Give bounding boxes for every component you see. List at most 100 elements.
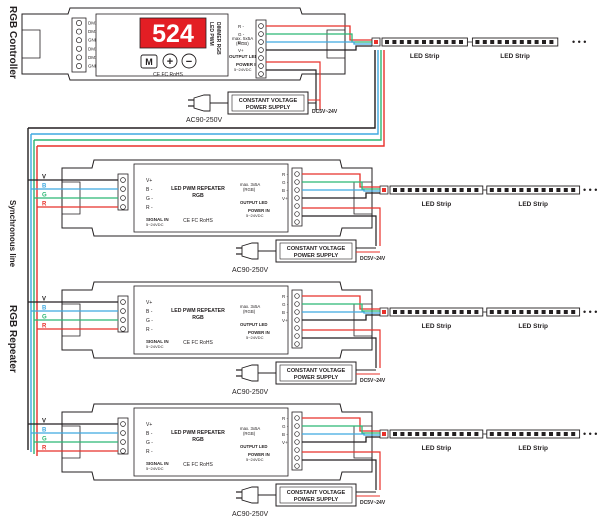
- dmx-screw: [76, 45, 82, 52]
- psu-label-1: CONSTANT VOLTAGE: [287, 246, 346, 252]
- led-chip: [467, 310, 471, 314]
- led-strip-label: LED Strip: [500, 53, 530, 60]
- signal-pin-label: B -: [146, 431, 153, 437]
- psu-label-2: POWER SUPPLY: [294, 497, 339, 503]
- led-chip: [497, 188, 502, 192]
- led-chip: [429, 40, 434, 44]
- ac-input-label: AC90-250V: [232, 267, 269, 274]
- terminal-screw: [120, 195, 126, 201]
- controller-max-2: (RGB): [236, 41, 249, 46]
- led-strip: LED Strip: [389, 185, 484, 208]
- bus-letter-B: B: [42, 428, 47, 434]
- plus-button[interactable]: +: [162, 53, 178, 69]
- m-button[interactable]: M: [140, 54, 158, 69]
- led-strip: LED Strip: [486, 429, 581, 452]
- led-chip: [527, 40, 532, 44]
- led-chip: [504, 432, 509, 436]
- signal-pin-label: G -: [146, 440, 153, 446]
- led-chip: [422, 188, 427, 192]
- minus-button[interactable]: −: [181, 53, 197, 69]
- led-chip: [504, 310, 509, 314]
- led-chip: [422, 432, 427, 436]
- led-chip: [534, 310, 539, 314]
- led-chip: [563, 310, 568, 314]
- dc-output-label: DC5V~24V: [360, 500, 386, 506]
- terminal-screw: [120, 421, 126, 427]
- signal-pin-label: R -: [146, 205, 153, 211]
- led-chip: [400, 310, 405, 314]
- bus-letter-G: G: [42, 315, 47, 321]
- controller-title-2: DIMMER RGB: [215, 22, 221, 55]
- led-chip: [452, 310, 457, 314]
- terminal-screw: [294, 219, 300, 225]
- led-chip: [459, 188, 464, 192]
- led-strip-label: LED Strip: [518, 201, 548, 208]
- led-chip: [556, 310, 561, 314]
- more-strips-ellipsis: • • •: [583, 429, 597, 439]
- repeater-max-1: max. 3x5A: [240, 182, 260, 187]
- terminal-screw: [120, 308, 126, 314]
- repeater-title-1: LED PWM REPEATER: [171, 430, 225, 436]
- terminal-screw: [294, 203, 300, 209]
- signal-pin-label: V+: [146, 422, 152, 428]
- repeater-output-label: OUTPUT LED: [240, 200, 267, 205]
- led-strip: LED Strip: [389, 307, 484, 330]
- led-chip: [571, 432, 576, 436]
- signal-pin-label: B -: [146, 309, 153, 315]
- signal-in-label: SIGNAL IN: [146, 461, 169, 466]
- terminal-screw: [120, 326, 126, 332]
- repeater-out-pin-label: B -: [282, 188, 288, 193]
- led-chip: [430, 432, 434, 436]
- led-chip: [475, 40, 480, 44]
- repeater-out-pin-label: B -: [282, 432, 288, 437]
- dmx-terminal-block: [71, 17, 87, 73]
- signal-voltage-label: 5~24VDC: [146, 222, 164, 227]
- led-chip: [512, 188, 516, 192]
- led-chip: [489, 188, 494, 192]
- dmx-pin-label: DMX +: [88, 21, 102, 26]
- dc-output-label: DC5V~24V: [360, 256, 386, 262]
- terminal-screw: [294, 293, 300, 299]
- terminal-screw: [294, 171, 300, 177]
- bus-letter-R: R: [42, 324, 47, 330]
- led-chip: [385, 40, 389, 44]
- signal-in-label: SIGNAL IN: [146, 217, 169, 222]
- led-chip: [541, 432, 546, 436]
- led-chip: [414, 40, 419, 44]
- led-chip: [400, 188, 405, 192]
- m-button-label: M: [145, 57, 153, 67]
- dmx-pin-label: DMX +: [88, 46, 102, 51]
- led-chip: [556, 432, 561, 436]
- terminal-screw: [294, 431, 300, 437]
- led-chip: [407, 310, 412, 314]
- dc-output-label: DC5V~24V: [360, 378, 386, 384]
- controller-cert: CE FC RoHS: [153, 72, 183, 78]
- terminal-screw: [294, 333, 300, 339]
- led-chip: [459, 40, 463, 44]
- signal-pin-label: V+: [146, 178, 152, 184]
- led-strip-label: LED Strip: [422, 201, 452, 208]
- led-chip: [444, 188, 449, 192]
- bus-letter-V: V: [42, 419, 46, 425]
- ac-plug-icon: [236, 242, 276, 260]
- minus-button-label: −: [186, 56, 192, 68]
- led-chip: [482, 40, 487, 44]
- led-chip: [563, 188, 568, 192]
- psu-label-2: POWER SUPPLY: [294, 375, 339, 381]
- dc-output-label: DC5V~24V: [312, 109, 338, 115]
- repeater-max-1: max. 3x5A: [240, 304, 260, 309]
- repeater-title-1: LED PWM REPEATER: [171, 308, 225, 314]
- plus-button-label: +: [167, 56, 173, 68]
- led-chip: [474, 188, 479, 192]
- terminal-screw: [294, 341, 300, 347]
- terminal-screw: [294, 415, 300, 421]
- signal-pin-label: R -: [146, 449, 153, 455]
- led-chip: [571, 188, 576, 192]
- terminal-screw: [120, 317, 126, 323]
- signal-pin-label: G -: [146, 318, 153, 324]
- signal-pin-label: V+: [146, 300, 152, 306]
